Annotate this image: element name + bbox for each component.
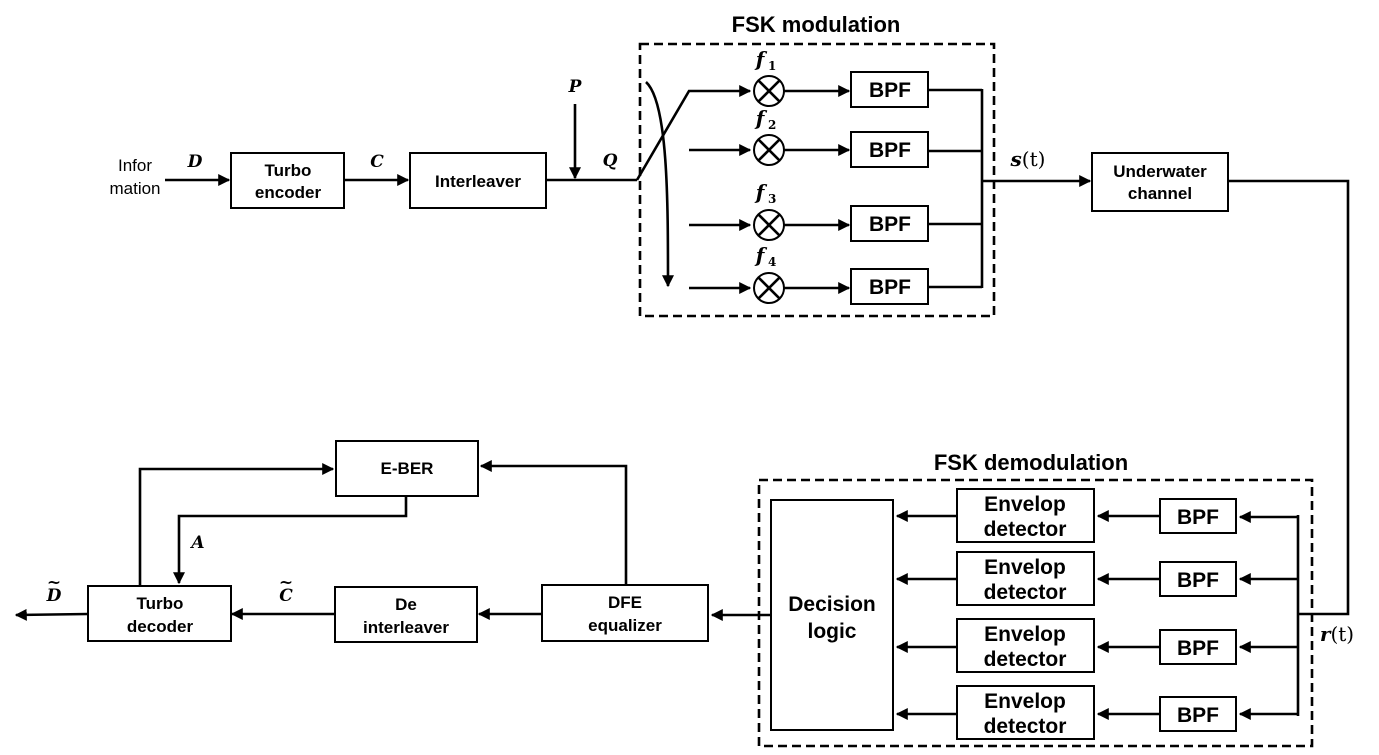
carrier-f3-symbol: f xyxy=(754,180,768,204)
svg-text:E-BER: E-BER xyxy=(381,459,434,478)
signal-d-label: D xyxy=(187,152,203,172)
svg-text:Interleaver: Interleaver xyxy=(435,172,521,191)
arrow-decoder-to-eber xyxy=(138,463,335,586)
svg-text:Turbo: Turbo xyxy=(265,161,312,180)
svg-text:Turbo: Turbo xyxy=(137,594,184,613)
signal-c-label: C xyxy=(370,152,384,172)
svg-text:Decision: Decision xyxy=(788,593,876,616)
signal-c-hat-tilde: ~ xyxy=(279,573,293,593)
turbo-encoder-block: Turbo encoder xyxy=(230,152,345,209)
e-ber-block: E-BER xyxy=(335,440,479,497)
demod-input-bus xyxy=(1238,511,1300,720)
svg-text:decoder: decoder xyxy=(127,617,194,636)
signal-s-t-label: s(t) xyxy=(1010,147,1046,171)
svg-text:detector: detector xyxy=(984,648,1067,671)
multiplier-f1-icon xyxy=(753,75,785,107)
demod-bpf-3-block: BPF xyxy=(1159,629,1237,665)
svg-text:Envelop: Envelop xyxy=(984,623,1066,646)
carrier-f2-index: 2 xyxy=(768,118,776,132)
svg-text:BPF: BPF xyxy=(1177,569,1219,592)
carrier-f1-symbol: f xyxy=(754,47,768,71)
mod-bpf-4-block: BPF xyxy=(850,268,929,305)
svg-text:detector: detector xyxy=(984,715,1067,738)
svg-text:Envelop: Envelop xyxy=(984,690,1066,713)
svg-text:detector: detector xyxy=(984,581,1067,604)
svg-text:BPF: BPF xyxy=(869,79,911,102)
svg-text:Underwater: Underwater xyxy=(1113,162,1207,181)
signal-r-t-label: r(t) xyxy=(1320,622,1354,646)
deinterleaver-block: De interleaver xyxy=(334,586,478,643)
svg-text:interleaver: interleaver xyxy=(363,618,449,637)
multiplier-f3-icon xyxy=(753,209,785,241)
svg-text:detector: detector xyxy=(984,518,1067,541)
envelope-detector-3-block: Envelop detector xyxy=(956,618,1095,673)
demod-bpf-2-block: BPF xyxy=(1159,561,1237,597)
carrier-f1-index: 1 xyxy=(768,59,776,73)
mod-bpf-3-block: BPF xyxy=(850,205,929,242)
arrow-eber-to-decoder xyxy=(173,496,408,585)
switch-arm xyxy=(635,85,752,181)
signal-d-hat-tilde: ~ xyxy=(47,573,61,593)
interleaver-block: Interleaver xyxy=(409,152,547,209)
arrow-decoded-output xyxy=(14,608,89,621)
svg-text:BPF: BPF xyxy=(869,139,911,162)
svg-text:Envelop: Envelop xyxy=(984,493,1066,516)
svg-text:mation: mation xyxy=(109,179,160,198)
multiplier-f2-icon xyxy=(753,134,785,166)
demod-bpf-4-block: BPF xyxy=(1159,696,1237,732)
carrier-f4-index: 4 xyxy=(768,255,776,269)
svg-text:BPF: BPF xyxy=(1177,704,1219,727)
svg-text:BPF: BPF xyxy=(1177,637,1219,660)
svg-text:BPF: BPF xyxy=(869,213,911,236)
signal-p-label: P xyxy=(568,77,583,97)
signal-c-hat-label: C xyxy=(279,586,293,606)
svg-text:encoder: encoder xyxy=(255,183,322,202)
svg-text:BPF: BPF xyxy=(869,276,911,299)
dfe-equalizer-block: DFE equalizer xyxy=(541,584,709,642)
svg-text:Envelop: Envelop xyxy=(984,556,1066,579)
envelope-detector-4-block: Envelop detector xyxy=(956,685,1095,740)
svg-text:DFE: DFE xyxy=(608,593,642,612)
svg-text:De: De xyxy=(395,595,417,614)
carrier-f4-symbol: f xyxy=(754,243,768,267)
envelope-detector-2-block: Envelop detector xyxy=(956,551,1095,606)
multiplier-f4-icon xyxy=(753,272,785,304)
fsk-demodulation-box xyxy=(757,478,1314,748)
signal-q-label: Q xyxy=(603,151,618,171)
envelope-detector-1-block: Envelop detector xyxy=(956,488,1095,543)
svg-text:equalizer: equalizer xyxy=(588,616,662,635)
modulation-combiner-bus xyxy=(928,88,984,289)
fsk-modulation-box xyxy=(638,42,996,318)
turbo-decoder-block: Turbo decoder xyxy=(87,585,232,642)
svg-text:logic: logic xyxy=(807,620,856,643)
carrier-f2-symbol: f xyxy=(754,106,768,130)
underwater-channel-block: Underwater channel xyxy=(1091,152,1229,212)
svg-text:Infor: Infor xyxy=(118,156,152,175)
switch-selection-arrow xyxy=(645,81,674,288)
demod-bpf-1-block: BPF xyxy=(1159,498,1237,534)
svg-text:channel: channel xyxy=(1128,184,1192,203)
fsk-demodulation-title: FSK demodulation xyxy=(934,450,1128,475)
mod-bpf-2-block: BPF xyxy=(850,131,929,168)
source-label: Infor mation xyxy=(109,156,160,198)
arrow-dfe-to-eber xyxy=(479,460,628,585)
fsk-modulation-title: FSK modulation xyxy=(732,12,901,37)
signal-a-label: A xyxy=(189,533,204,553)
decision-logic-block: Decision logic xyxy=(770,499,894,731)
svg-text:BPF: BPF xyxy=(1177,506,1219,529)
mod-bpf-1-block: BPF xyxy=(850,71,929,108)
signal-d-hat-label: D xyxy=(46,586,62,606)
channel-to-receiver-line xyxy=(1228,179,1350,616)
carrier-f3-index: 3 xyxy=(768,192,776,206)
